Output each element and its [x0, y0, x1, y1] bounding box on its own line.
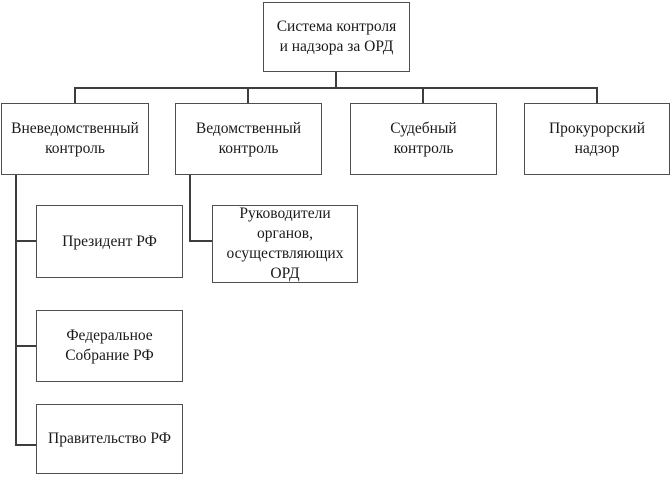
connector-drop-branch-2: [247, 87, 249, 104]
node-heads-of-ord-bodies: Руководители органов, осуществляющих ОРД: [212, 205, 358, 283]
connector-stub-government: [15, 444, 36, 446]
connector-middle-spine: [189, 175, 191, 242]
connector-stub-heads-of-bodies: [189, 240, 212, 242]
node-departmental-control: Ведомственный контроль: [175, 103, 322, 175]
connector-stub-federal-assembly: [15, 345, 36, 347]
node-non-departmental-control: Вневедомственный контроль: [1, 103, 149, 175]
connector-root-drop: [335, 72, 337, 88]
node-prosecutor-supervision: Прокурорский надзор: [524, 103, 670, 175]
connector-stub-president: [15, 240, 36, 242]
connector-drop-branch-1: [74, 87, 76, 104]
connector-left-spine: [15, 175, 17, 446]
node-federal-assembly-rf: Федеральное Собрание РФ: [36, 310, 183, 382]
node-president-rf: Президент РФ: [36, 205, 183, 278]
node-judicial-control: Судебный контроль: [350, 103, 497, 175]
connector-branch-bus: [74, 87, 598, 89]
node-root-system-of-control: Система контроля и надзора за ОРД: [263, 2, 410, 72]
node-government-rf: Правительство РФ: [36, 404, 183, 474]
connector-drop-branch-4: [596, 87, 598, 104]
connector-drop-branch-3: [422, 87, 424, 104]
